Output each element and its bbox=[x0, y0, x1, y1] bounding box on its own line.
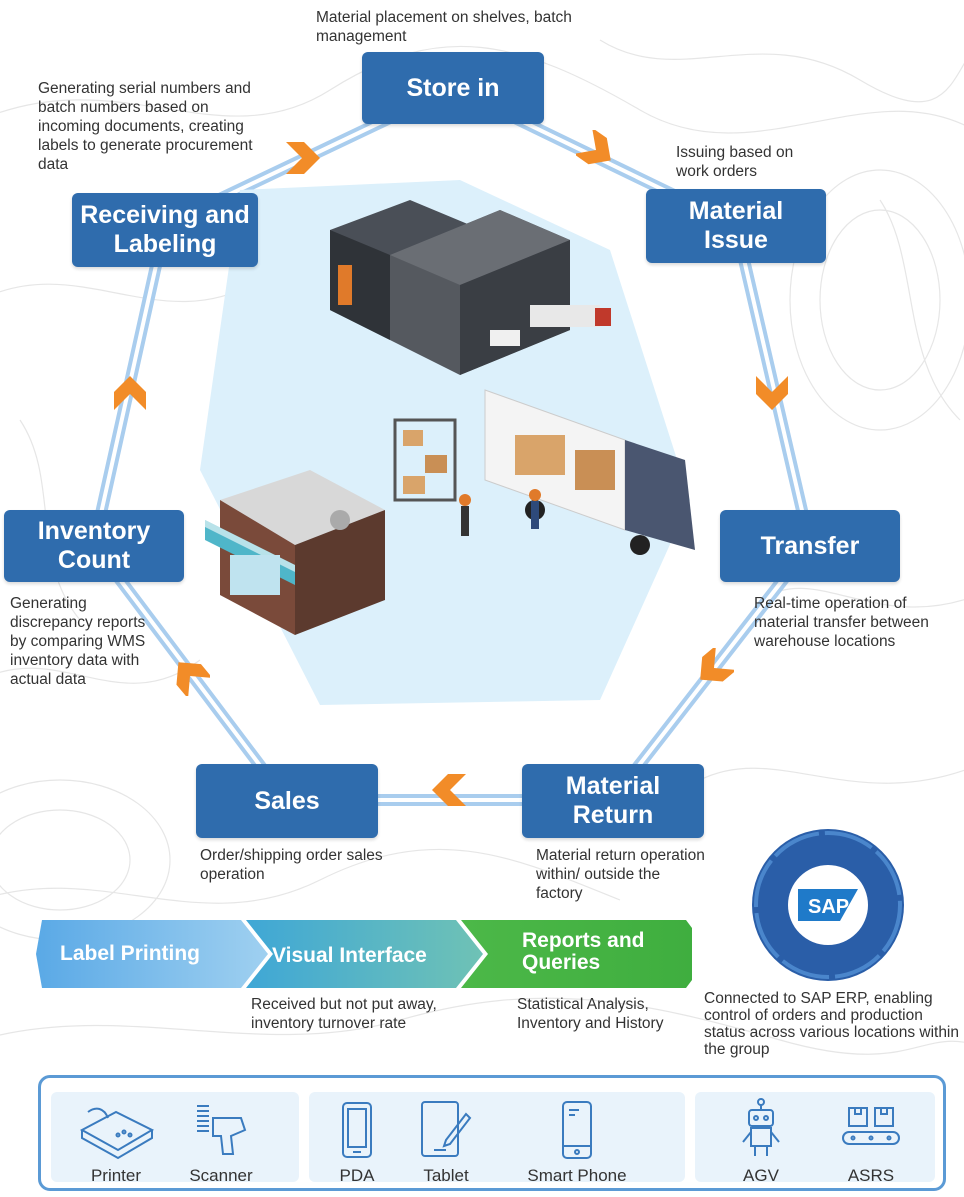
tablet-icon bbox=[421, 1101, 472, 1157]
agv-robot-icon bbox=[742, 1098, 780, 1156]
device-pda: PDA bbox=[327, 1100, 387, 1186]
flow-arrow-up-icon bbox=[114, 376, 146, 410]
desc-transfer: Real-time operation of material transfer… bbox=[754, 595, 929, 650]
flow-arrow-down-icon bbox=[756, 376, 788, 410]
node-material-return: Material Return bbox=[522, 764, 704, 838]
device-label-scanner: Scanner bbox=[189, 1166, 253, 1185]
printer-icon bbox=[79, 1107, 155, 1160]
node-transfer: Transfer bbox=[720, 510, 900, 582]
sap-caption: Connected to SAP ERP, enabling control o… bbox=[704, 990, 960, 1058]
retail-store-illustration bbox=[205, 470, 385, 635]
device-label-smart-phone: Smart Phone bbox=[527, 1166, 627, 1185]
asrs-conveyor-icon bbox=[842, 1107, 900, 1145]
device-asrs: ASRS bbox=[831, 1100, 911, 1186]
flow-arrow-down-right-icon bbox=[576, 130, 611, 165]
band-label-printing: Label Printing bbox=[60, 942, 201, 965]
feature-band bbox=[36, 920, 692, 988]
band-visual-interface: Visual Interface bbox=[272, 944, 427, 967]
device-label-pda: PDA bbox=[339, 1166, 375, 1185]
warehouse-building-illustration bbox=[330, 200, 611, 375]
desc-receiving-labeling: Generating serial numbers and batch numb… bbox=[38, 80, 253, 173]
sap-logo-text: SAP bbox=[808, 896, 849, 918]
device-label-printer: Printer bbox=[90, 1166, 142, 1185]
device-tablet: Tablet bbox=[411, 1100, 481, 1186]
device-label-asrs: ASRS bbox=[847, 1166, 895, 1185]
node-sales: Sales bbox=[196, 764, 378, 838]
desc-sales: Order/shipping order sales operation bbox=[200, 847, 383, 883]
sap-erp-logo: SAP bbox=[752, 829, 904, 981]
device-label-agv: AGV bbox=[743, 1166, 779, 1185]
flow-arrow-right-icon bbox=[286, 142, 320, 174]
flow-arrow-down-left-icon bbox=[700, 648, 734, 682]
scanner-icon bbox=[197, 1105, 247, 1155]
loading-dock-truck-illustration bbox=[393, 389, 695, 555]
device-scanner: Scanner bbox=[171, 1100, 271, 1186]
desc-visual-interface: Received but not put away, inventory tur… bbox=[251, 996, 437, 1032]
node-store-in: Store in bbox=[362, 52, 544, 124]
desc-inventory-count: Generating discrepancy reports by compar… bbox=[10, 595, 146, 688]
node-material-issue: Material Issue bbox=[646, 189, 826, 263]
flow-arrow-up-left-icon bbox=[176, 662, 210, 696]
device-group-automation bbox=[695, 1092, 935, 1182]
desc-reports-queries: Statistical Analysis, Inventory and Hist… bbox=[517, 996, 664, 1032]
device-group-printing bbox=[51, 1092, 299, 1182]
device-smart-phone: Smart Phone bbox=[517, 1100, 637, 1186]
device-label-tablet: Tablet bbox=[423, 1166, 469, 1185]
desc-material-issue: Issuing based on work orders bbox=[676, 144, 794, 180]
device-agv: AGV bbox=[721, 1098, 801, 1186]
pda-icon bbox=[342, 1102, 372, 1158]
devices-panel: Printer Scanner PDA bbox=[38, 1075, 946, 1191]
band-reports-queries: Reports and Queries bbox=[522, 929, 645, 974]
node-receiving-labeling: Receiving and Labeling bbox=[72, 193, 258, 267]
desc-material-return: Material return operation within/ outsid… bbox=[536, 847, 705, 902]
smart-phone-icon bbox=[562, 1101, 592, 1159]
node-inventory-count: Inventory Count bbox=[4, 510, 184, 582]
device-printer: Printer bbox=[71, 1100, 161, 1186]
flow-arrow-left-icon bbox=[432, 774, 466, 806]
desc-store-in: Material placement on shelves, batch man… bbox=[316, 9, 572, 45]
